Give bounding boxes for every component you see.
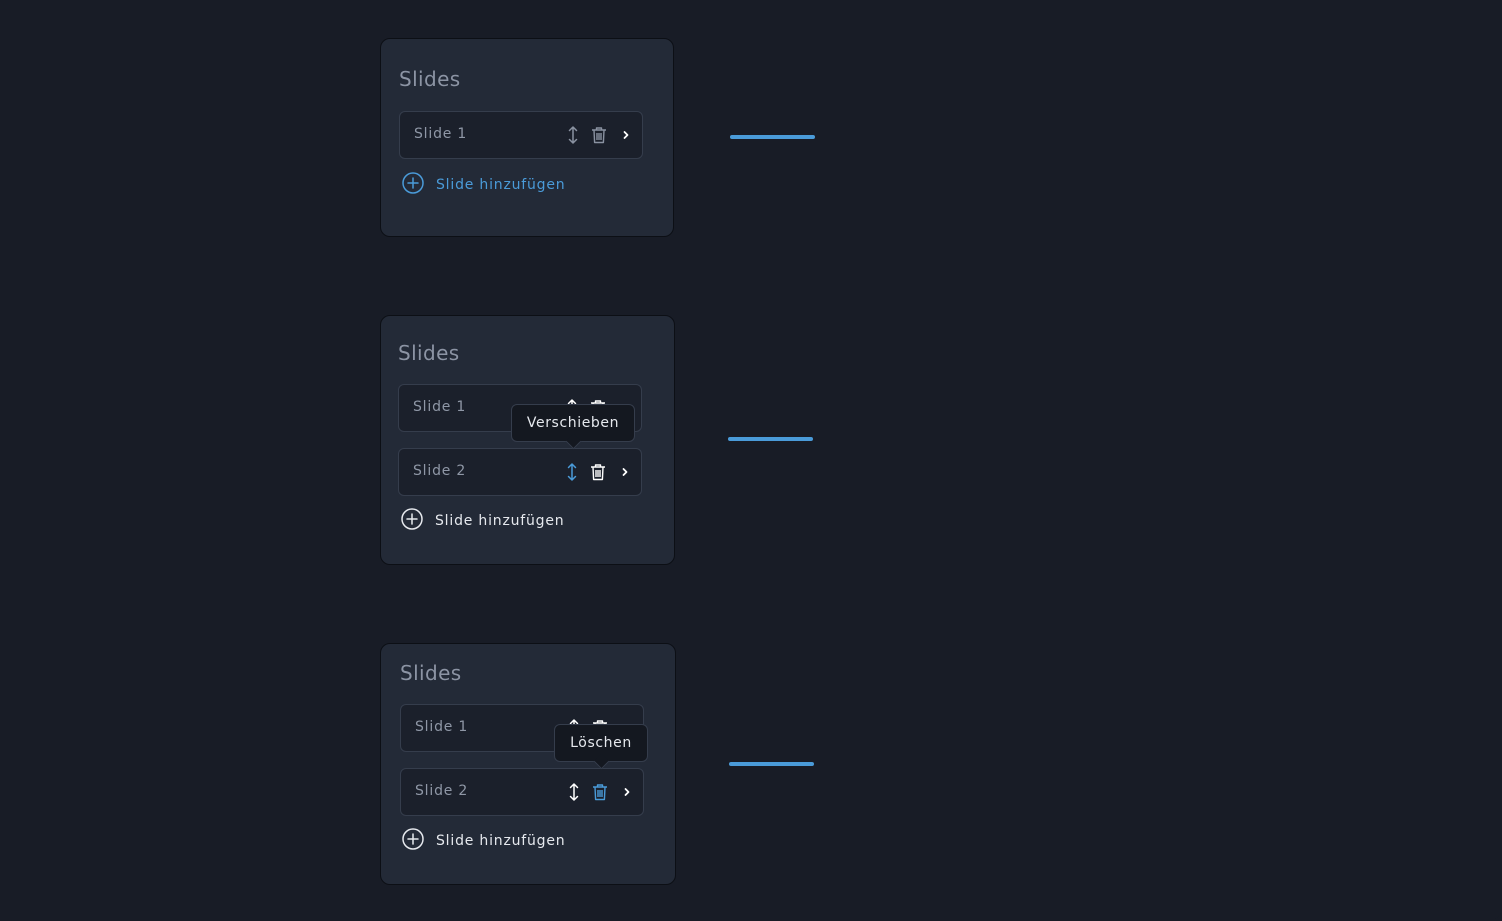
plus-circle-icon xyxy=(402,172,424,198)
panel-title: Slides xyxy=(398,341,460,365)
state-indicator xyxy=(730,135,815,139)
slide-row[interactable]: Slide 2 xyxy=(400,768,644,816)
tooltip-delete: Löschen xyxy=(554,724,648,770)
tooltip-label: Löschen xyxy=(570,735,632,751)
trash-icon[interactable] xyxy=(590,782,610,802)
add-slide-button[interactable]: Slide hinzufügen xyxy=(402,172,566,198)
slide-label: Slide 1 xyxy=(415,719,469,735)
move-vertical-icon[interactable] xyxy=(564,782,584,802)
slide-label: Slide 1 xyxy=(414,126,468,142)
slide-label: Slide 2 xyxy=(413,463,467,479)
slides-panel-1: Slides Slide 1 Slide hinzufügen xyxy=(380,38,674,237)
add-slide-label: Slide hinzufügen xyxy=(436,833,566,849)
slide-row[interactable]: Slide 2 xyxy=(398,448,642,496)
tooltip-caret xyxy=(593,753,610,770)
plus-circle-icon xyxy=(402,828,424,854)
add-slide-button[interactable]: Slide hinzufügen xyxy=(402,828,566,854)
state-indicator xyxy=(729,762,814,766)
tooltip-label: Verschieben xyxy=(526,415,620,431)
slide-label: Slide 2 xyxy=(415,783,469,799)
add-slide-label: Slide hinzufügen xyxy=(436,177,566,193)
tooltip-caret xyxy=(565,433,582,450)
chevron-right-icon[interactable] xyxy=(616,125,636,145)
trash-icon[interactable] xyxy=(589,125,609,145)
slides-panel-3: Slides Slide 1 Slide 2 Löschen xyxy=(380,643,676,885)
add-slide-button[interactable]: Slide hinzufügen xyxy=(401,508,565,534)
plus-circle-icon xyxy=(401,508,423,534)
slides-panel-2: Slides Slide 1 Slide 2 Verschieben xyxy=(380,315,675,565)
slide-label: Slide 1 xyxy=(413,399,467,415)
trash-icon[interactable] xyxy=(588,462,608,482)
panel-title: Slides xyxy=(399,67,461,91)
panel-title: Slides xyxy=(400,661,462,685)
state-indicator xyxy=(728,437,813,441)
add-slide-label: Slide hinzufügen xyxy=(435,513,565,529)
chevron-right-icon[interactable] xyxy=(617,782,637,802)
move-vertical-icon[interactable] xyxy=(562,462,582,482)
tooltip-move: Verschieben xyxy=(511,404,635,450)
chevron-right-icon[interactable] xyxy=(615,462,635,482)
move-vertical-icon[interactable] xyxy=(563,125,583,145)
slide-row[interactable]: Slide 1 xyxy=(399,111,643,159)
